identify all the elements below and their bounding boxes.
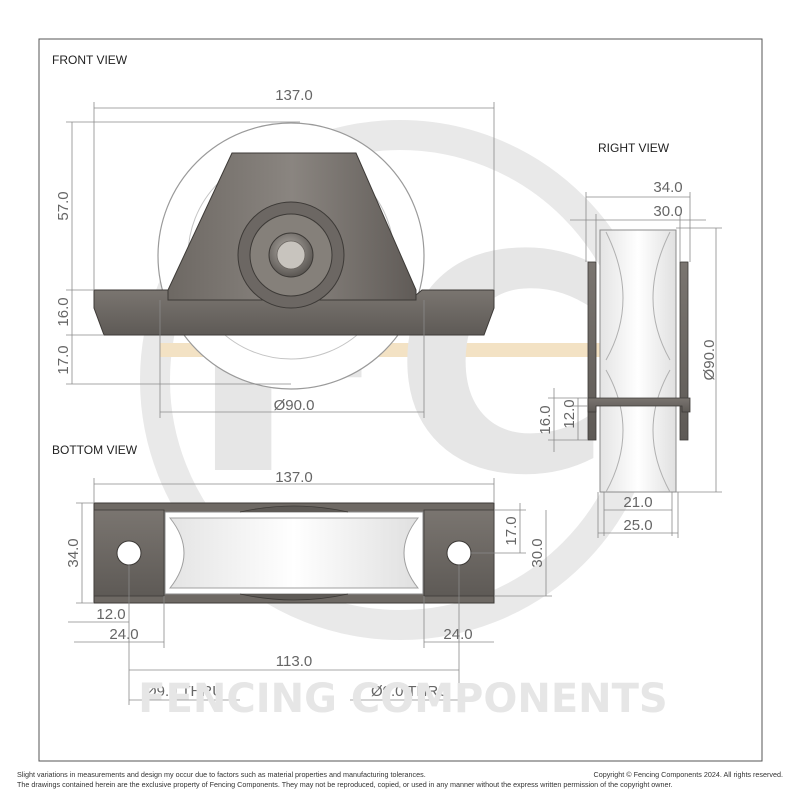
bottom-width-dim: 137.0 (275, 469, 313, 486)
bottom-wheel (168, 517, 420, 589)
bottom-left-hole-callout: Ø9.0 THRU (145, 683, 223, 700)
bottom-hole-edge-dim: 12.0 (96, 606, 125, 623)
bottom-left-plate-dim: 24.0 (109, 626, 138, 643)
bottom-inner-dim: 30.0 (529, 538, 546, 567)
right-outer-dim: 34.0 (653, 179, 682, 196)
bottom-right-hole-callout: Ø9.0 THRU (371, 683, 449, 700)
footer-note-2: The drawings contained herein are the ex… (17, 780, 673, 789)
bottom-height-dim: 34.0 (65, 538, 82, 567)
bottom-right-plate-dim: 24.0 (443, 626, 472, 643)
front-axle-cap (276, 240, 306, 270)
bottom-half-dim: 17.0 (503, 516, 520, 545)
bottom-view-label: BOTTOM VIEW (52, 443, 138, 457)
bottom-left-hole (116, 540, 142, 566)
bottom-dimensions: 137.0 34.0 17.0 30.0 12.0 24.0 24.0 113.… (65, 469, 552, 705)
right-w21-dim: 21.0 (623, 494, 652, 511)
front-dimensions: 137.0 57.0 16.0 17.0 Ø90.0 (55, 87, 495, 418)
front-width-dim: 137.0 (275, 87, 313, 104)
front-view-part (93, 122, 495, 390)
front-view-label: FRONT VIEW (52, 53, 128, 67)
right-right-bracket (679, 261, 689, 441)
bottom-view-part (93, 502, 495, 604)
right-inner-dim: 30.0 (653, 203, 682, 220)
footer-note-1: Slight variations in measurements and de… (17, 770, 426, 779)
right-w25-dim: 25.0 (623, 517, 652, 534)
drawing-frame (38, 38, 763, 762)
right-view-label: RIGHT VIEW (598, 141, 670, 155)
right-view-part (587, 229, 691, 493)
front-height-dim: 57.0 (55, 191, 72, 220)
front-wheel-dia-dim: Ø90.0 (274, 397, 315, 414)
front-plate-dim: 16.0 (55, 297, 72, 326)
footer-copyright: Copyright © Fencing Components 2024. All… (594, 770, 783, 779)
right-wheel-dia-dim: Ø90.0 (701, 340, 718, 381)
right-dimensions: 34.0 30.0 Ø90.0 16.0 12.0 21.0 25.0 (537, 179, 722, 538)
front-below-dim: 17.0 (55, 345, 72, 374)
bottom-right-hole (446, 540, 472, 566)
bottom-hole-span-dim: 113.0 (276, 653, 312, 670)
right-wheel (599, 229, 677, 493)
right-wheel-groove (605, 231, 671, 361)
right-h12-dim: 12.0 (561, 399, 578, 428)
watermark-brand: FENCING COMPONENTS (138, 676, 667, 722)
right-h16-dim: 16.0 (537, 405, 554, 434)
right-base-plate (587, 397, 691, 413)
right-left-bracket (587, 261, 597, 441)
